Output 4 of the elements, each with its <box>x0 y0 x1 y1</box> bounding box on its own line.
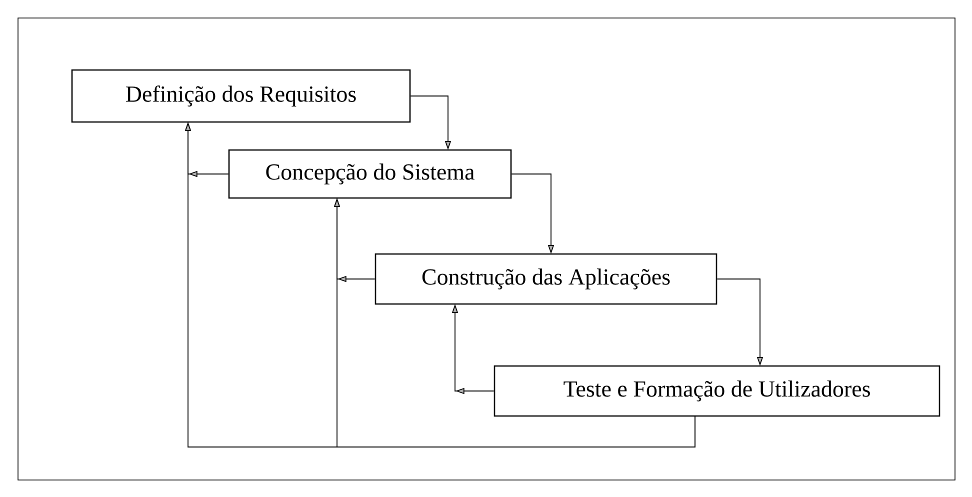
process-box: Definição dos Requisitos <box>71 69 411 123</box>
process-box: Teste e Formação de Utilizadores <box>494 365 940 417</box>
process-box: Construção das Aplicações <box>374 253 718 305</box>
process-box: Concepção do Sistema <box>228 149 512 199</box>
